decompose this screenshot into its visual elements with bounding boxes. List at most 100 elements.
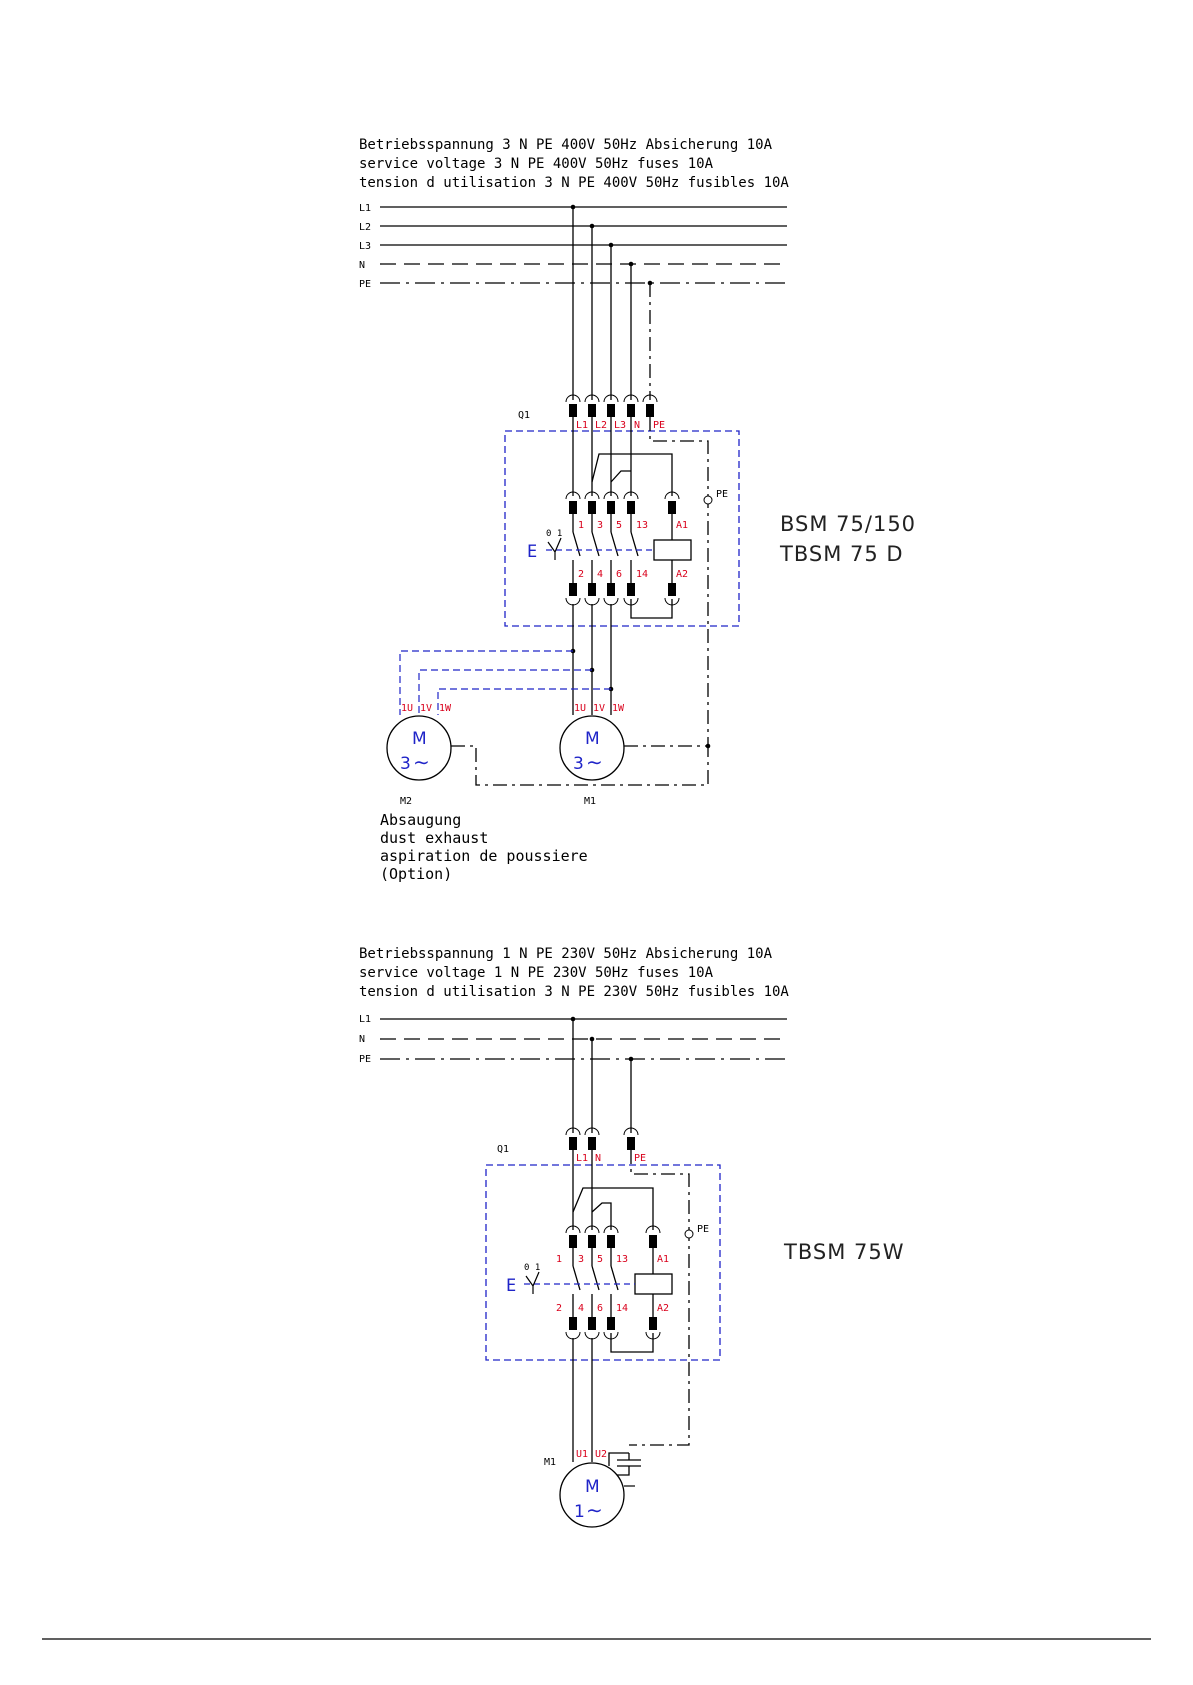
bottom-capacitor-icon	[608, 1452, 641, 1476]
top-contact-a2: A2	[676, 569, 688, 580]
top-terminal-label-l3: L3	[614, 420, 626, 431]
bottom-internal-wires	[572, 1150, 690, 1446]
bottom-bus-label-pe: PE	[359, 1054, 371, 1065]
bottom-contactor-coil	[634, 1273, 673, 1295]
top-contactor-terminals-lower	[565, 583, 680, 606]
top-input-terminals	[565, 394, 658, 417]
bottom-pe-terminal	[684, 1229, 694, 1239]
top-terminal-label-n: N	[634, 420, 640, 431]
top-header-line-1: Betriebsspannung 3 N PE 400V 50Hz Absich…	[359, 137, 773, 153]
bottom-terminal-label-n: N	[595, 1153, 601, 1164]
bottom-switch-enclosure	[485, 1164, 721, 1361]
top-contact-13: 13	[636, 520, 648, 531]
top-motor-m2-phase: 3	[400, 754, 411, 774]
bottom-contactor-terminals-upper	[565, 1225, 661, 1248]
top-aux-motor-wires	[399, 650, 611, 715]
top-terminal-label-l1: L1	[576, 420, 588, 431]
bottom-contact-13: 13	[616, 1254, 628, 1265]
top-motor-m2	[386, 715, 452, 781]
top-contact-a1: A1	[676, 520, 688, 531]
bottom-contact-4: 4	[578, 1303, 584, 1314]
top-motor-m1-id: M1	[584, 796, 596, 807]
top-motor-m2-id: M2	[400, 796, 412, 807]
bottom-switch-label: Q1	[497, 1144, 509, 1155]
top-output-wires	[572, 604, 612, 715]
bottom-terminal-label-pe: PE	[634, 1153, 646, 1164]
bottom-motor-m1-phase: 1	[574, 1502, 585, 1522]
top-m1-terminal-1w: 1W	[612, 703, 625, 714]
bottom-contact-a2: A2	[657, 1303, 669, 1314]
bottom-diagram: Betriebsspannung 1 N PE 230V 50Hz Absich…	[359, 946, 904, 1528]
top-motor-m1	[559, 715, 625, 781]
top-contact-14: 14	[636, 569, 648, 580]
top-e-label: E	[527, 542, 537, 562]
top-terminal-label-l2: L2	[595, 420, 607, 431]
bottom-header-line-2: service voltage 1 N PE 230V 50Hz fuses 1…	[359, 965, 714, 981]
top-pe-terminal	[703, 495, 713, 505]
bottom-contact-a1: A1	[657, 1254, 669, 1265]
bottom-contact-1: 1	[556, 1254, 562, 1265]
top-bus-label-pe: PE	[359, 279, 371, 290]
top-model-name-2: TBSM 75 D	[779, 542, 904, 566]
bottom-motor-terminal-u2: U2	[595, 1449, 607, 1460]
top-motor-m2-ac-icon: ∼	[413, 750, 430, 774]
top-aux-caption-2: dust exhaust	[380, 829, 488, 847]
top-header-line-2: service voltage 3 N PE 400V 50Hz fuses 1…	[359, 156, 714, 172]
top-contact-5: 5	[616, 520, 622, 531]
top-manual-switch-icon	[547, 537, 562, 560]
top-bus-label-l2: L2	[359, 222, 371, 233]
top-motor-pe-wires	[451, 745, 709, 786]
bottom-motor-m1-ac-icon: ∼	[586, 1498, 603, 1522]
bottom-header-line-1: Betriebsspannung 1 N PE 230V 50Hz Absich…	[359, 946, 773, 962]
bottom-bus-label-l1: L1	[359, 1014, 371, 1025]
bottom-motor-m1-letter: M	[585, 1477, 600, 1497]
top-feed-wires	[572, 207, 651, 400]
top-switch-positions: 0 1	[546, 529, 562, 539]
terminal	[565, 394, 581, 417]
top-contact-1: 1	[578, 520, 584, 531]
top-m1-terminal-1v: 1V	[593, 703, 605, 714]
top-internal-wires	[572, 417, 709, 746]
bottom-pe-label: PE	[697, 1224, 709, 1235]
top-terminal-label-pe: PE	[653, 420, 665, 431]
bottom-switch-positions: 0 1	[524, 1263, 540, 1273]
top-model-name-1: BSM 75/150	[780, 512, 916, 536]
top-m1-terminal-1u: 1U	[574, 703, 586, 714]
bottom-header-line-3: tension d utilisation 3 N PE 230V 50Hz f…	[359, 984, 789, 1000]
top-diagram: Betriebsspannung 3 N PE 400V 50Hz Absich…	[359, 137, 916, 883]
bottom-contact-3: 3	[578, 1254, 584, 1265]
top-m2-terminal-1u: 1U	[401, 703, 413, 714]
top-switch-label: Q1	[518, 410, 530, 421]
top-motor-m1-ac-icon: ∼	[586, 750, 603, 774]
top-aux-caption-4: (Option)	[380, 865, 452, 883]
bottom-terminal-label-l1: L1	[576, 1153, 588, 1164]
bottom-model-name-1: TBSM 75W	[783, 1240, 904, 1264]
top-motor-m2-letter: M	[412, 729, 427, 749]
bottom-contact-14: 14	[616, 1303, 628, 1314]
top-bus-lines	[380, 206, 787, 284]
top-aux-caption-3: aspiration de poussiere	[380, 847, 588, 865]
top-pe-label: PE	[716, 489, 728, 500]
top-motor-m1-letter: M	[585, 729, 600, 749]
top-header-line-3: tension d utilisation 3 N PE 400V 50Hz f…	[359, 175, 789, 191]
bottom-motor-m1	[559, 1462, 625, 1528]
top-contact-6: 6	[616, 569, 622, 580]
bottom-e-label: E	[506, 1276, 516, 1296]
top-bus-label-n: N	[359, 260, 365, 271]
bottom-motor-m1-id: M1	[544, 1457, 556, 1468]
top-aux-caption-1: Absaugung	[380, 811, 461, 829]
bottom-manual-switch-icon	[525, 1271, 540, 1294]
top-contact-2: 2	[578, 569, 584, 580]
bottom-contact-6: 6	[597, 1303, 603, 1314]
bottom-bus-label-n: N	[359, 1034, 365, 1045]
bottom-contact-2: 2	[556, 1303, 562, 1314]
top-contact-4: 4	[597, 569, 603, 580]
terminal	[603, 394, 619, 417]
terminal	[623, 394, 639, 417]
bottom-contactor-terminals-lower	[565, 1317, 661, 1340]
top-switch-enclosure	[504, 430, 740, 627]
bottom-output-wires	[572, 1338, 593, 1462]
top-m2-terminal-1w: 1W	[439, 703, 452, 714]
top-contactor-terminals-upper	[565, 491, 680, 514]
